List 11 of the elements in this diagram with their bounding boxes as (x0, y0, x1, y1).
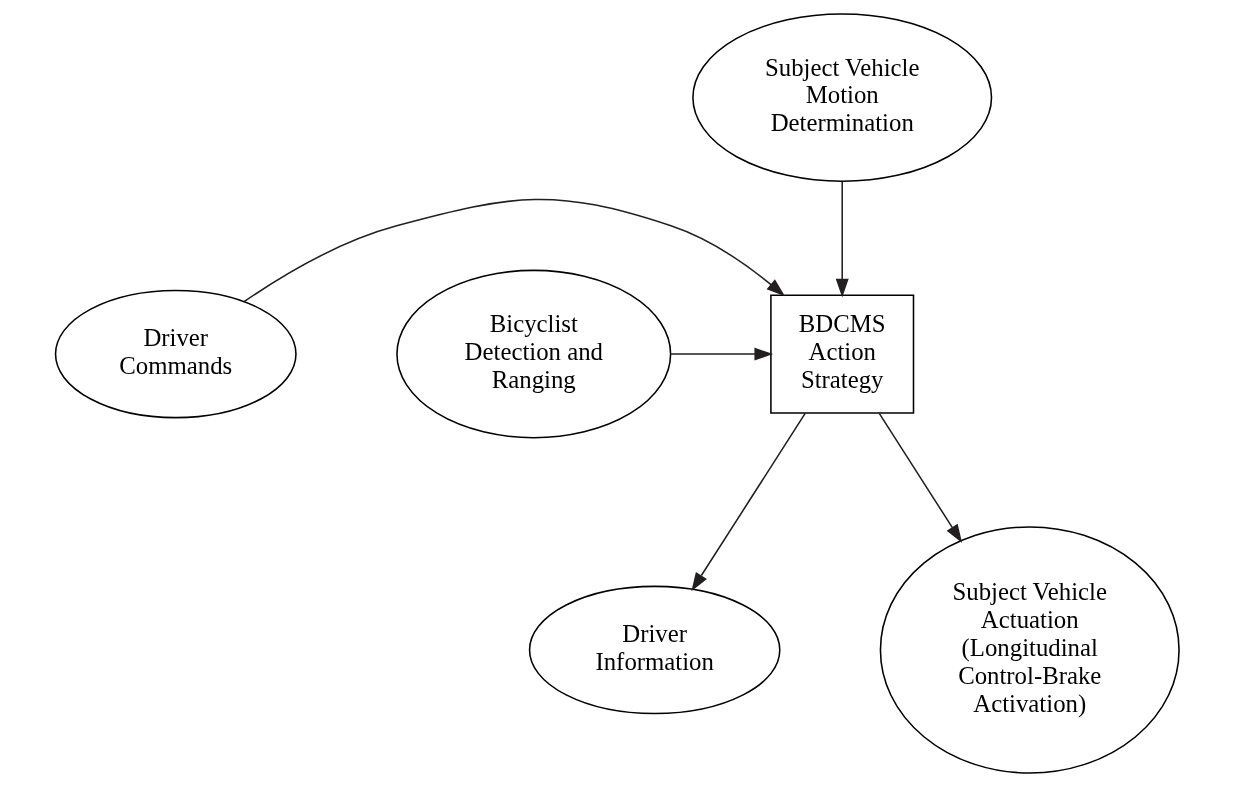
arrow (690, 412, 806, 592)
arrow (669, 347, 773, 361)
node-box: BDCMS Action Strategy (769, 294, 914, 414)
node-ellipse: Driver Commands (54, 289, 297, 419)
arrow (878, 412, 962, 543)
arrow (835, 180, 849, 298)
node-ellipse: Subject Vehicle Motion Determination (691, 13, 992, 182)
node-ellipse: Driver Information (528, 585, 781, 715)
arrow (242, 198, 785, 303)
node-ellipse: Subject Vehicle Actuation (Longitudinal Control-Brake Activation) (879, 526, 1180, 774)
node-ellipse: Bicyclist Detection and Ranging (395, 269, 671, 439)
